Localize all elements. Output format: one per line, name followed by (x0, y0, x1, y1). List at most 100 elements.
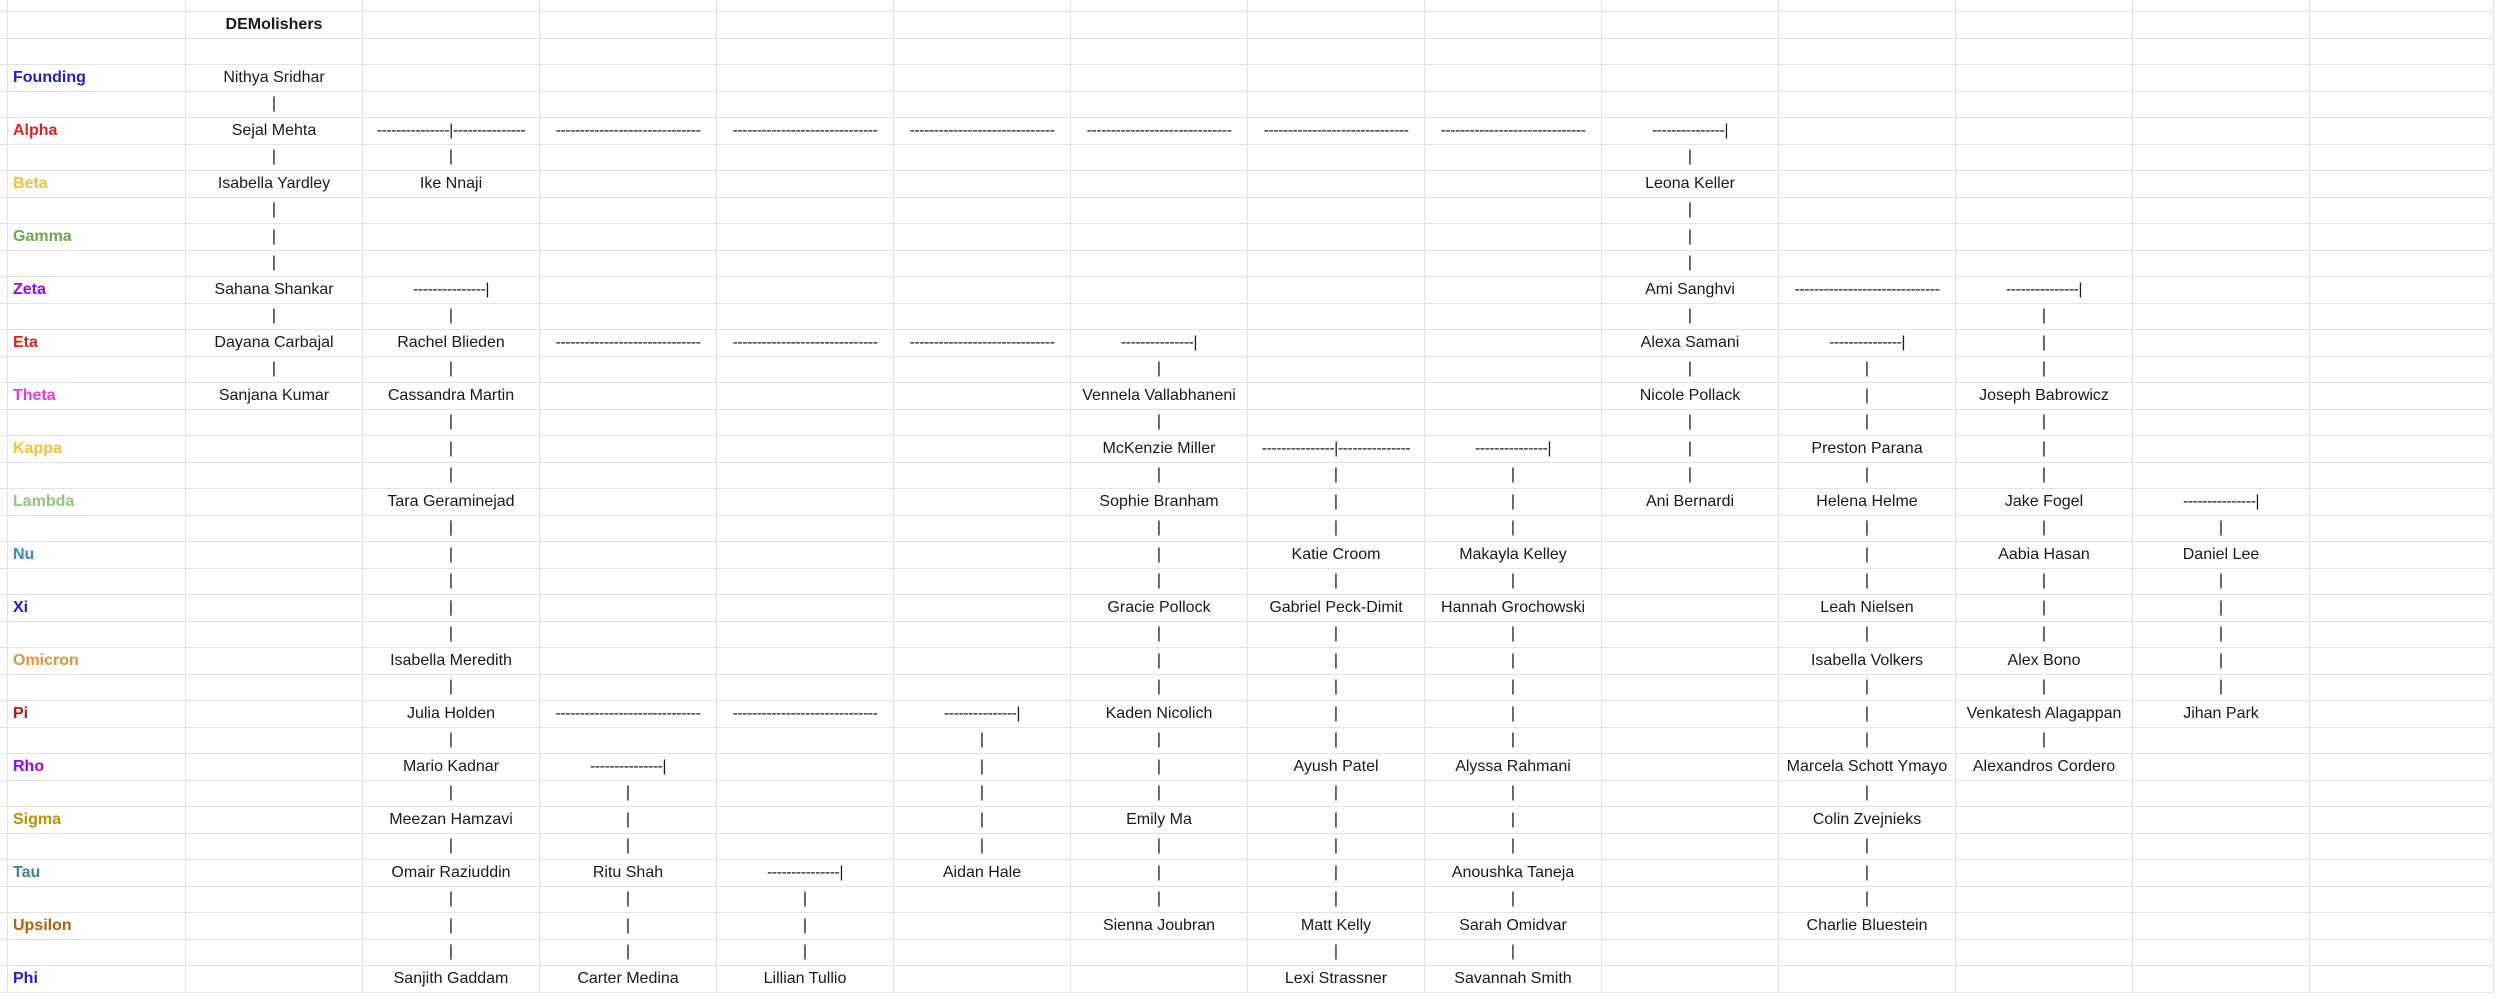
tree-cell[interactable]: | (1779, 886, 1956, 913)
tree-cell[interactable] (186, 515, 363, 542)
generation-label-cell[interactable]: Kappa (8, 436, 186, 463)
tree-cell[interactable] (1248, 38, 1425, 65)
tree-cell[interactable] (1248, 383, 1425, 410)
tree-cell[interactable]: ------------------------------ (1779, 277, 1956, 304)
tree-cell[interactable]: | (540, 807, 717, 834)
tree-cell[interactable]: | (717, 886, 894, 913)
tree-cell[interactable] (2310, 330, 2494, 357)
tree-cell[interactable] (717, 224, 894, 251)
tree-cell[interactable]: | (363, 409, 540, 436)
tree-cell[interactable]: ------------------------------ (540, 118, 717, 145)
tree-cell[interactable]: | (1956, 568, 2133, 595)
tree-cell[interactable]: Alexa Samani (1602, 330, 1779, 357)
tree-cell[interactable] (2133, 780, 2310, 807)
tree-cell[interactable] (1071, 277, 1248, 304)
tree-cell[interactable]: Carter Medina (540, 966, 717, 993)
tree-cell[interactable] (540, 568, 717, 595)
tree-cell[interactable]: ------------------------------ (1248, 118, 1425, 145)
tree-cell[interactable] (2310, 568, 2494, 595)
tree-cell[interactable] (1248, 12, 1425, 39)
tree-cell[interactable]: Emily Ma (1071, 807, 1248, 834)
tree-cell[interactable] (1602, 727, 1779, 754)
tree-cell[interactable]: Cassandra Martin (363, 383, 540, 410)
tree-cell[interactable]: | (363, 727, 540, 754)
tree-cell[interactable]: | (1071, 621, 1248, 648)
tree-cell[interactable]: Ani Bernardi (1602, 489, 1779, 516)
tree-cell[interactable]: | (1779, 621, 1956, 648)
tree-cell[interactable] (1071, 250, 1248, 277)
tree-cell[interactable]: ------------------------------ (1425, 118, 1602, 145)
tree-cell[interactable] (1779, 171, 1956, 198)
tree-cell[interactable] (1071, 224, 1248, 251)
tree-cell[interactable]: | (363, 913, 540, 940)
tree-cell[interactable]: ---------------|--------------- (363, 118, 540, 145)
tree-cell[interactable]: Omair Raziuddin (363, 860, 540, 887)
tree-cell[interactable]: ------------------------------ (894, 330, 1071, 357)
tree-cell[interactable] (1248, 409, 1425, 436)
tree-cell[interactable]: ---------------| (717, 860, 894, 887)
tree-cell[interactable]: Sarah Omidvar (1425, 913, 1602, 940)
tree-cell[interactable] (1779, 303, 1956, 330)
tree-cell[interactable] (2133, 409, 2310, 436)
tree-cell[interactable]: Aabia Hasan (1956, 542, 2133, 569)
tree-cell[interactable] (186, 674, 363, 701)
tree-cell[interactable] (1956, 171, 2133, 198)
tree-cell[interactable] (717, 436, 894, 463)
tree-cell[interactable]: | (363, 595, 540, 622)
generation-label-cell[interactable]: Zeta (8, 277, 186, 304)
tree-cell[interactable] (894, 12, 1071, 39)
tree-cell[interactable] (717, 91, 894, 118)
tree-cell[interactable] (717, 197, 894, 224)
tree-cell[interactable]: ---------------| (540, 754, 717, 781)
tree-cell[interactable]: | (1248, 701, 1425, 728)
tree-cell[interactable]: Sanjana Kumar (186, 383, 363, 410)
tree-cell[interactable]: | (1779, 568, 1956, 595)
tree-cell[interactable]: Mario Kadnar (363, 754, 540, 781)
tree-cell[interactable]: | (1248, 648, 1425, 675)
tree-cell[interactable]: | (1425, 489, 1602, 516)
tree-cell[interactable]: | (1071, 648, 1248, 675)
generation-label-cell[interactable]: Upsilon (8, 913, 186, 940)
tree-cell[interactable] (1956, 966, 2133, 993)
tree-cell[interactable]: | (1956, 727, 2133, 754)
tree-cell[interactable] (1248, 197, 1425, 224)
tree-cell[interactable]: Sejal Mehta (186, 118, 363, 145)
tree-cell[interactable]: Helena Helme (1779, 489, 1956, 516)
tree-cell[interactable] (186, 807, 363, 834)
tree-cell[interactable] (186, 409, 363, 436)
tree-cell[interactable] (2133, 356, 2310, 383)
tree-cell[interactable] (186, 939, 363, 966)
tree-cell[interactable]: Ritu Shah (540, 860, 717, 887)
tree-cell[interactable] (1425, 12, 1602, 39)
tree-cell[interactable] (717, 277, 894, 304)
tree-cell[interactable] (1956, 118, 2133, 145)
tree-cell[interactable]: | (1956, 462, 2133, 489)
tree-cell[interactable]: ------------------------------ (717, 701, 894, 728)
tree-cell[interactable]: | (186, 91, 363, 118)
tree-cell[interactable] (717, 38, 894, 65)
tree-cell[interactable]: Aidan Hale (894, 860, 1071, 887)
generation-label-cell[interactable] (8, 197, 186, 224)
tree-cell[interactable] (2133, 436, 2310, 463)
tree-cell[interactable] (1956, 886, 2133, 913)
tree-cell[interactable]: | (363, 462, 540, 489)
tree-cell[interactable]: | (1071, 515, 1248, 542)
tree-cell[interactable] (2310, 939, 2494, 966)
tree-cell[interactable]: | (1071, 542, 1248, 569)
tree-cell[interactable]: | (1425, 833, 1602, 860)
tree-cell[interactable]: | (1779, 462, 1956, 489)
tree-cell[interactable] (1248, 224, 1425, 251)
tree-cell[interactable] (1779, 224, 1956, 251)
tree-cell[interactable]: ---------------| (1602, 118, 1779, 145)
tree-cell[interactable] (717, 807, 894, 834)
tree-cell[interactable]: | (540, 833, 717, 860)
generation-label-cell[interactable]: Beta (8, 171, 186, 198)
tree-cell[interactable]: Anoushka Taneja (1425, 860, 1602, 887)
tree-cell[interactable] (2310, 38, 2494, 65)
tree-cell[interactable] (1602, 12, 1779, 39)
generation-label-cell[interactable] (8, 462, 186, 489)
tree-cell[interactable]: | (186, 250, 363, 277)
tree-cell[interactable] (1956, 780, 2133, 807)
tree-cell[interactable] (1602, 648, 1779, 675)
tree-cell[interactable] (2310, 515, 2494, 542)
